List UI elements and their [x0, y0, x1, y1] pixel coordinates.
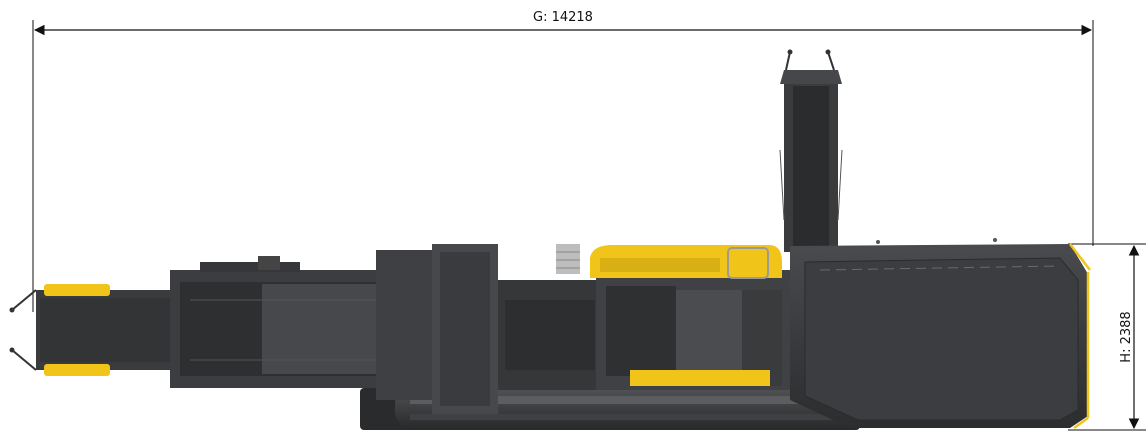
length-dimension: G: 14218 [32, 10, 1094, 312]
height-dimension-label: H: 2388 [1119, 311, 1134, 362]
screen-section [170, 256, 415, 388]
crusher-housing [376, 244, 602, 414]
side-conveyor [779, 49, 843, 252]
feed-hopper [790, 238, 1091, 430]
height-dimension: H: 2388 [1068, 243, 1146, 431]
crusher-machine [9, 49, 1091, 430]
discharge-conveyor [9, 284, 176, 376]
length-dimension-label: G: 14218 [533, 10, 593, 25]
power-unit [556, 244, 792, 390]
